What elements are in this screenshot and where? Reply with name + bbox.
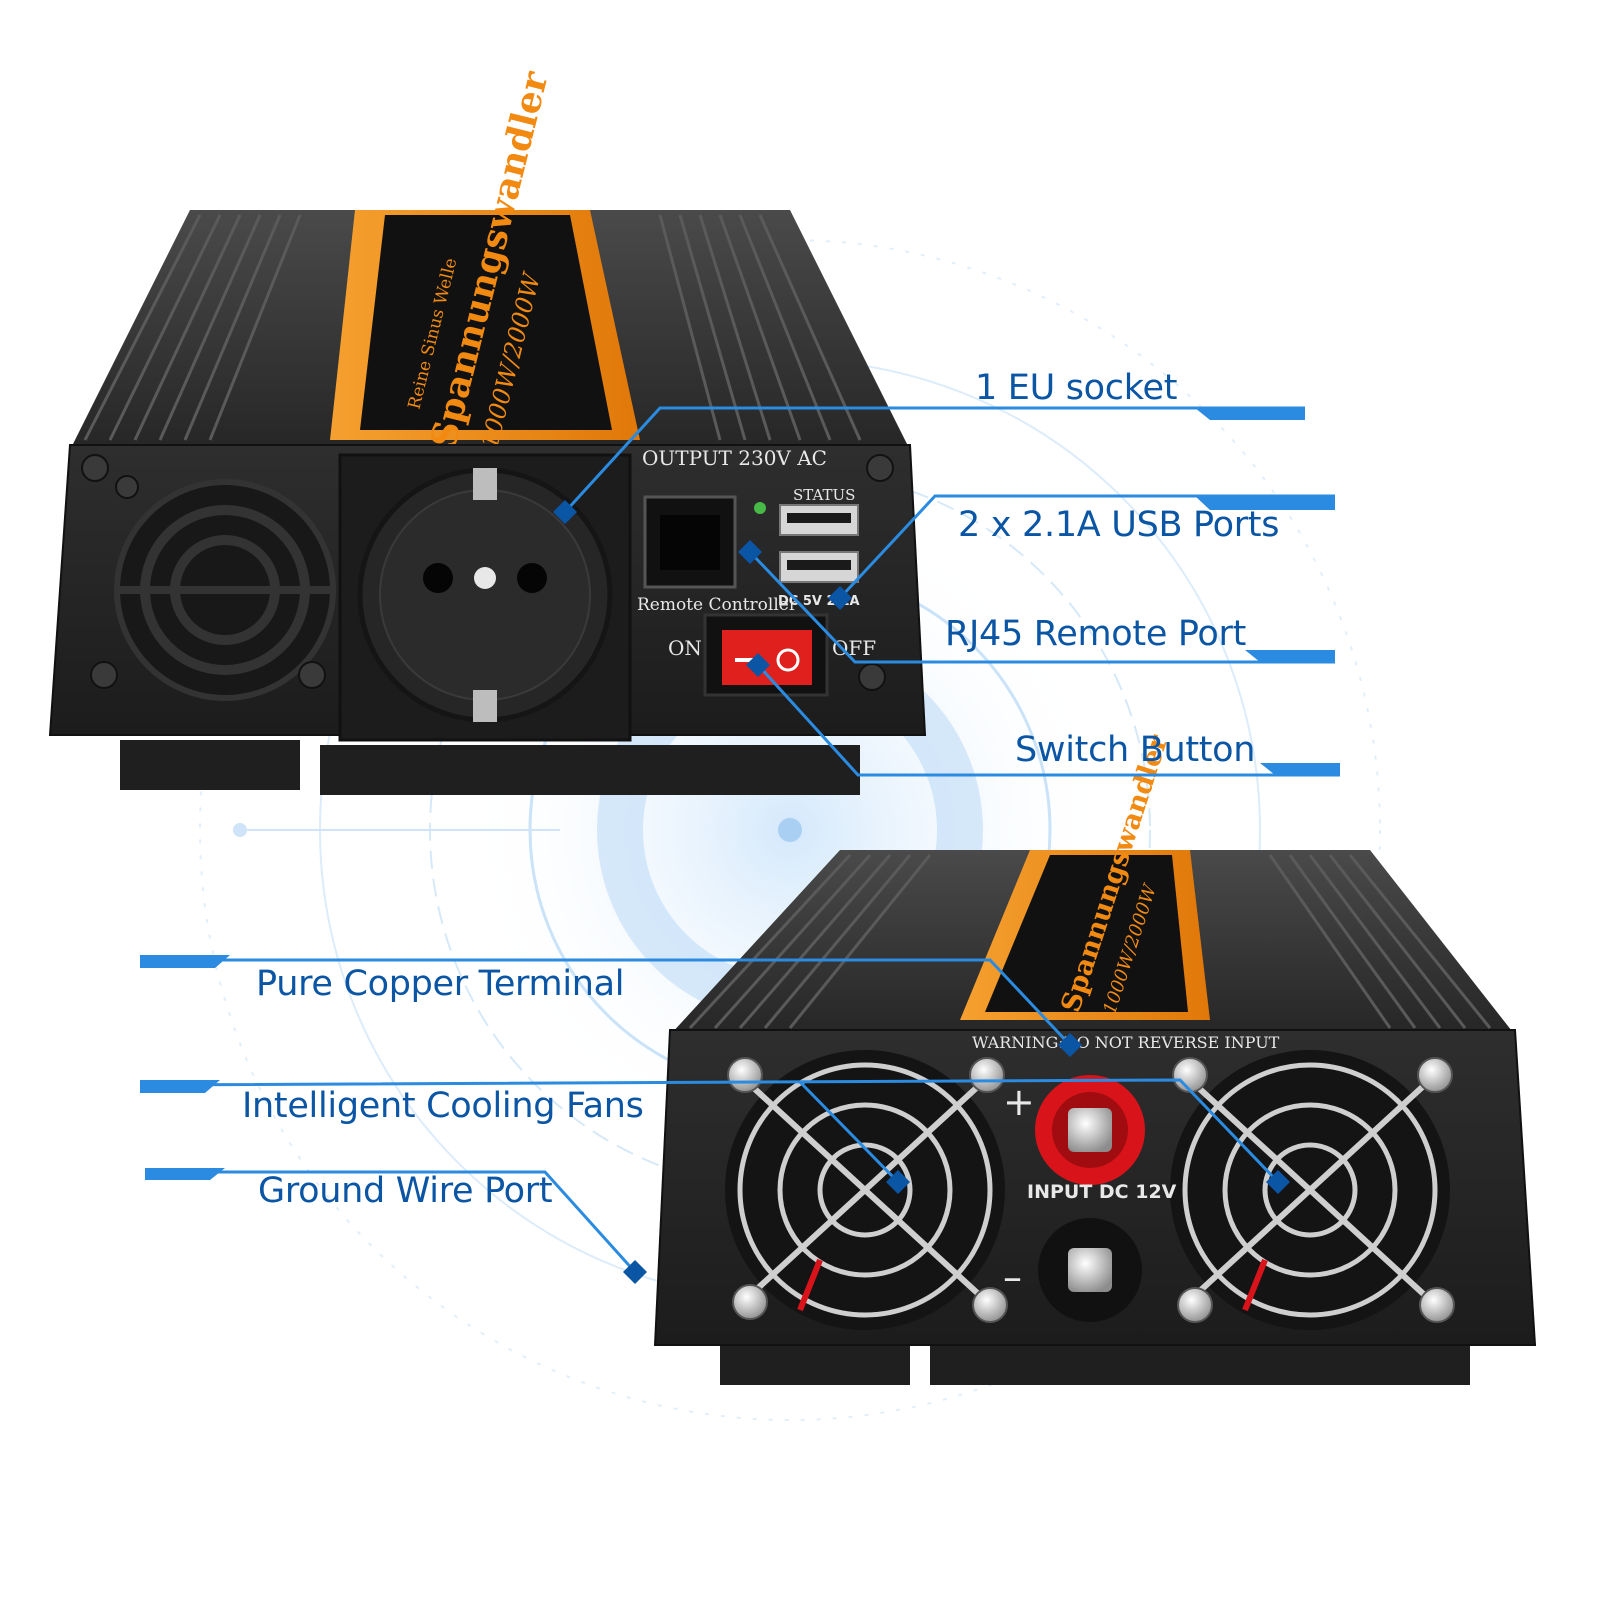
callout-ground-wire-port: Ground Wire Port [258, 1171, 553, 1211]
minus-sign: – [1003, 1255, 1022, 1299]
inverter-front: Spannungswandler Reine Sinus Welle 1000W… [48, 66, 927, 795]
callout-usb-ports: 2 x 2.1A USB Ports [958, 505, 1280, 545]
left-cooling-fan [725, 1050, 1005, 1330]
callout-copper-terminal: Pure Copper Terminal [256, 964, 625, 1004]
status-led [754, 502, 766, 514]
power-switch[interactable] [703, 613, 829, 697]
input-dc-label: INPUT DC 12V [1027, 1181, 1177, 1203]
right-cooling-fan [1170, 1050, 1450, 1330]
remote-controller-label: Remote Controller [637, 595, 798, 615]
front-cooling-fan [114, 479, 336, 701]
callout-rj45-remote-port: RJ45 Remote Port [945, 614, 1247, 654]
callout-switch-button: Switch Button [1015, 730, 1256, 770]
plus-sign: + [1003, 1080, 1035, 1124]
eu-socket [357, 467, 613, 723]
callout-marker-dots [553, 500, 1290, 1284]
back-heat-sink-fins [688, 853, 1492, 1030]
negative-terminal[interactable] [1038, 1218, 1142, 1322]
usb-ports[interactable] [779, 504, 859, 583]
heat-sink-fins [83, 214, 862, 441]
output-label: OUTPUT 230V AC [642, 446, 827, 470]
on-label: ON [668, 636, 702, 660]
status-label: STATUS [793, 486, 855, 504]
front-screws [81, 454, 894, 691]
warning-label: WARNING:DO NOT REVERSE INPUT [972, 1033, 1280, 1052]
rj45-port[interactable] [643, 495, 737, 589]
off-label: OFF [832, 636, 876, 660]
callout-eu-socket: 1 EU socket [975, 368, 1178, 408]
positive-terminal[interactable] [1035, 1075, 1145, 1185]
inverter-back: Spannungswandler 1000W/2000W WARNING:DO … [653, 731, 1537, 1385]
callout-cooling-fans: Intelligent Cooling Fans [242, 1086, 644, 1126]
callout-accent-bars [140, 408, 1340, 1180]
